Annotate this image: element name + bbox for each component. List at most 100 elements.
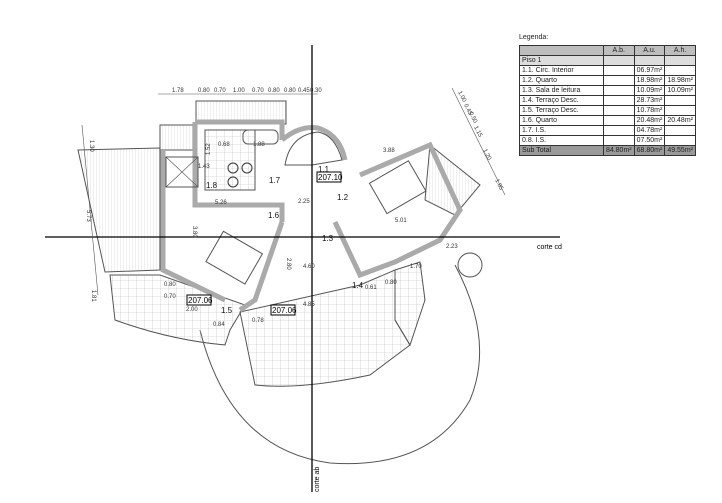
- dimension: 2.25: [298, 199, 310, 205]
- dimension: 1.81: [90, 290, 96, 302]
- cell-ah: [664, 125, 696, 136]
- terrace-right: [394, 261, 426, 347]
- room-label: 1.8: [206, 181, 218, 190]
- terrace-outline: [199, 264, 481, 465]
- legend-title: Legenda:: [519, 34, 549, 41]
- room-label: 1.2: [337, 193, 349, 202]
- toilet-icon: [227, 176, 239, 188]
- cell-ah: [664, 135, 696, 146]
- elevation-marker: 207.10: [318, 173, 343, 182]
- dimension: 2.00: [186, 307, 198, 313]
- dimension: 3.88: [383, 148, 395, 154]
- room-label: 1.5: [221, 306, 233, 315]
- dimension: 0.61: [365, 285, 377, 291]
- left-deck: [77, 147, 161, 273]
- walls: [160, 119, 463, 313]
- subtotal-label: Sub Total: [519, 145, 604, 156]
- cell-name: 1.5. Terraço Desc.: [519, 105, 604, 116]
- bed: [368, 160, 427, 215]
- dimension: 1.00: [456, 90, 467, 104]
- dimension: 0.70: [164, 294, 176, 300]
- cell-name: 1.3. Sala de leitura: [519, 85, 604, 96]
- sink-icon: [241, 162, 253, 174]
- dimension: 5.73: [85, 210, 91, 222]
- subtotal-row: Sub Total 84.80m² 68.80m² 49.55m²: [519, 145, 696, 156]
- cell-au: 10.09m²: [633, 85, 666, 96]
- room-label: 1.1: [318, 165, 330, 174]
- dimension: 0.84: [213, 322, 225, 328]
- dimension: 0.80: [268, 88, 280, 94]
- dimension: 0.68: [218, 142, 230, 148]
- header-cell: A.h.: [664, 45, 696, 56]
- floor-label: Piso 1: [519, 55, 604, 66]
- table-header: A.b. A.u. A.h.: [519, 45, 696, 56]
- room-label: 1.7: [269, 176, 281, 185]
- cell-name: 1.7. I.S.: [519, 125, 604, 136]
- subtotal-au: 68.80m²: [633, 145, 666, 156]
- dimension: 1.85: [493, 178, 504, 192]
- cell-ab: [602, 115, 635, 126]
- room-label: 1.6: [268, 211, 280, 220]
- inner-dimensions: 5.26 3.80 2.25 2.80 4.60 4.85 5.01 3.88 …: [164, 142, 458, 328]
- dimension: 0.70: [214, 88, 226, 94]
- shower: [165, 156, 199, 188]
- cell-name: 1.1. Circ. Interior: [519, 65, 604, 76]
- room-label: 1.4: [352, 281, 364, 290]
- table-row: 1.4. Terraço Desc. 28.73m²: [519, 95, 696, 106]
- cell-ah: [664, 95, 696, 106]
- spiral-stair: [284, 131, 343, 166]
- table-row: 0.8. I.S.07.50m²: [519, 135, 696, 146]
- floor-row: Piso 1: [519, 55, 696, 66]
- cell-ah: 10.09m²: [664, 85, 696, 96]
- cell-au: 18.98m²: [633, 75, 666, 86]
- dimension: 1.00: [233, 88, 245, 94]
- header-cell: [519, 45, 604, 56]
- right-dimensions: 1.00 0.45 0.50 1.15 1.20 1.85: [456, 90, 504, 192]
- dimension: 3.80: [191, 226, 197, 238]
- dimension: 0.80: [385, 280, 397, 286]
- cell-name: 1.4. Terraço Desc.: [519, 95, 604, 106]
- header-cell: A.b.: [602, 45, 635, 56]
- plant-pot: [457, 252, 483, 278]
- dimension: 0.50: [467, 111, 478, 125]
- subtotal-ab: 84.80m²: [602, 145, 635, 156]
- cell-au: 07.50m²: [633, 135, 666, 146]
- section-label-cd: corte cd: [537, 244, 562, 251]
- cell-ab: [602, 75, 635, 86]
- dimension: 2.80: [285, 258, 291, 270]
- cell-ah: [664, 105, 696, 116]
- cell-au: 04.78m²: [633, 125, 666, 136]
- dimension: 0.70: [252, 88, 264, 94]
- dimension: 0.80: [164, 282, 176, 288]
- table-row: 1.7. I.S. 04.78m²: [519, 125, 696, 136]
- room-labels: 1.1 1.2 1.3 1.4 1.5 1.6 1.7 1.8: [206, 165, 364, 315]
- area-table: A.b. A.u. A.h. Piso 1 1.1. Circ. Interio…: [519, 45, 696, 156]
- dimension: 0.30: [310, 88, 322, 94]
- terrace-1-5: [109, 274, 246, 346]
- dimension: 1.88: [253, 142, 265, 148]
- cell-ab: [602, 95, 635, 106]
- dimension: 1.15: [472, 125, 483, 139]
- bathroom-tiles: [204, 129, 256, 191]
- dimension: 4.60: [303, 264, 315, 270]
- subtotal-ah: 49.55m²: [664, 145, 696, 156]
- dimension: 0.78: [252, 318, 264, 324]
- cell-ab: [602, 125, 635, 136]
- dimension: 1.43: [198, 164, 210, 170]
- dimension: 5.01: [395, 218, 407, 224]
- dimension: 0.45: [462, 103, 473, 117]
- cell-ah: 18.98m²: [664, 75, 696, 86]
- bed: [205, 230, 264, 285]
- dimension: 1.78: [172, 88, 184, 94]
- elevation-marker: 207.06: [188, 296, 213, 305]
- cell-au: 28.73m²: [633, 95, 666, 106]
- cell-au: 10.78m²: [633, 105, 666, 116]
- cell-name: 1.6. Quarto: [519, 115, 604, 126]
- room-label: 1.3: [322, 234, 334, 243]
